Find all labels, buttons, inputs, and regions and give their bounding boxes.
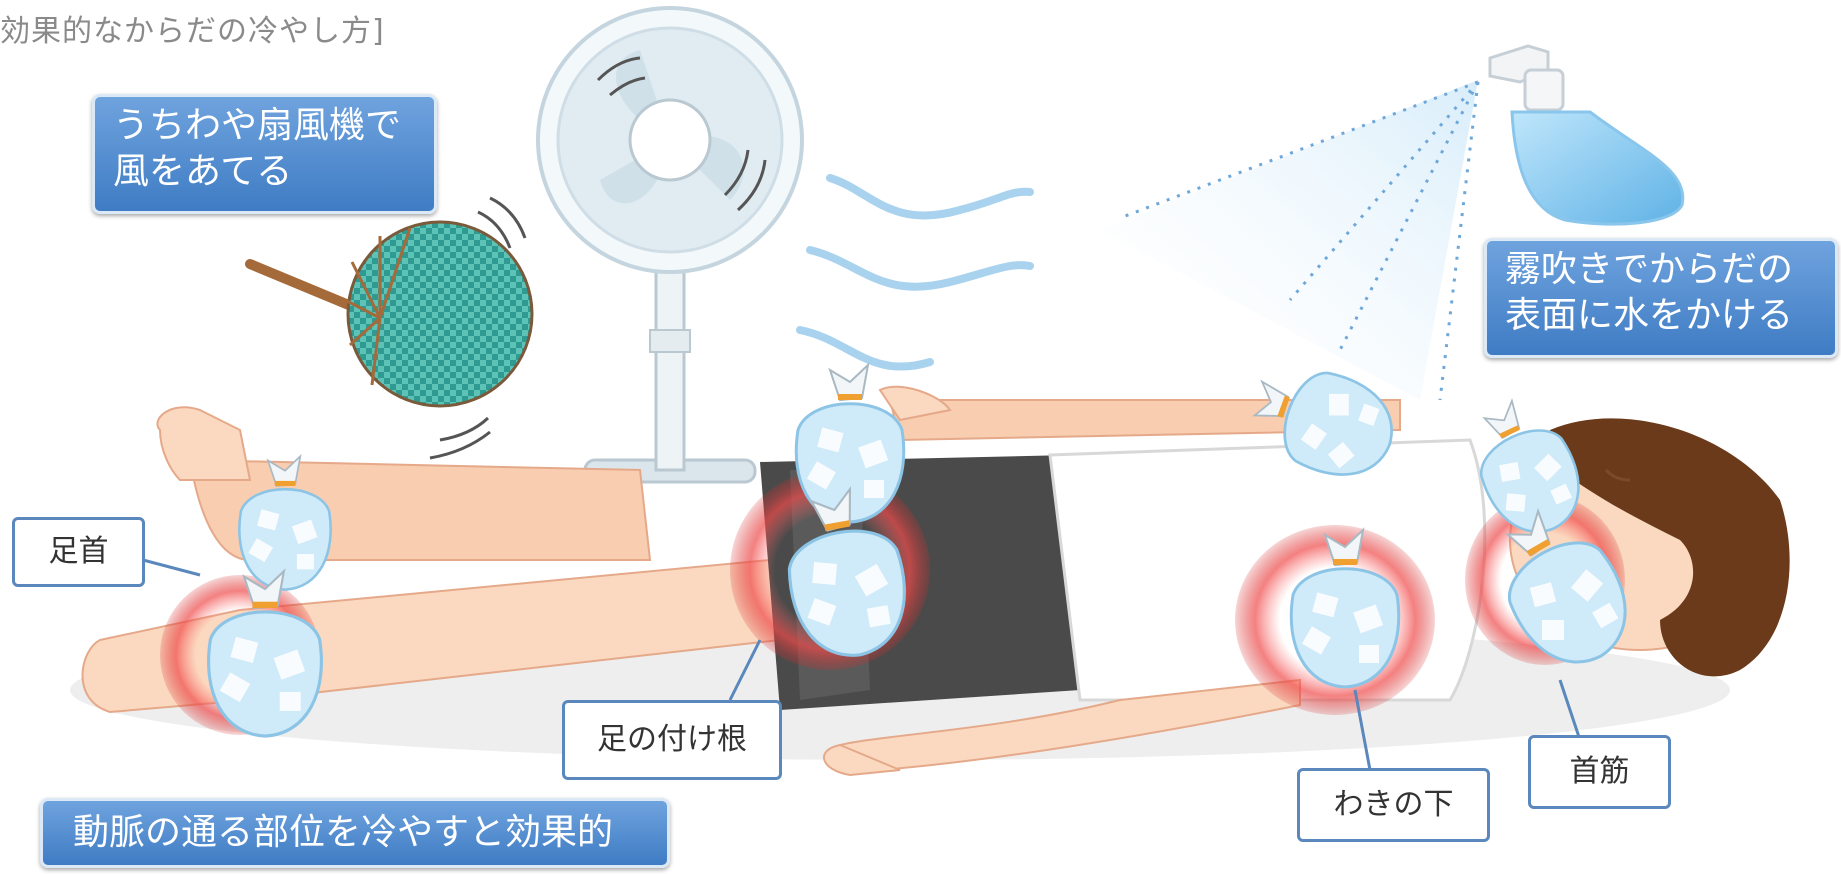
label-neck-text: 首筋 <box>1531 738 1668 806</box>
spray-method-box: 霧吹きでからだの 表面に水をかける <box>1484 238 1838 358</box>
label-groin: 足の付け根 <box>562 700 782 780</box>
page-title: 効果的なからだの冷やし方] <box>0 6 385 50</box>
label-ankle-text: 足首 <box>15 520 142 584</box>
electric-fan-icon <box>538 8 802 482</box>
summary-text: 動脈の通る部位を冷やすと効果的 <box>73 807 637 859</box>
uchiwa-fan-icon <box>250 198 532 458</box>
label-armpit-text: わきの下 <box>1300 771 1487 839</box>
spray-method-line-1: 霧吹きでからだの <box>1505 247 1817 293</box>
label-neck: 首筋 <box>1528 735 1671 809</box>
spray-mist <box>1100 80 1478 400</box>
summary-box: 動脈の通る部位を冷やすと効果的 <box>40 798 670 868</box>
spray-bottle-icon <box>1490 46 1683 224</box>
label-armpit: わきの下 <box>1297 768 1490 842</box>
fan-method-line-1: うちわや扇風機で <box>113 103 416 149</box>
spray-method-line-2: 表面に水をかける <box>1505 293 1817 339</box>
fan-method-box: うちわや扇風機で 風をあてる <box>92 94 437 214</box>
label-groin-text: 足の付け根 <box>565 703 779 777</box>
wind-lines <box>800 178 1030 367</box>
fan-method-line-2: 風をあてる <box>113 149 416 195</box>
label-ankle: 足首 <box>12 517 145 587</box>
